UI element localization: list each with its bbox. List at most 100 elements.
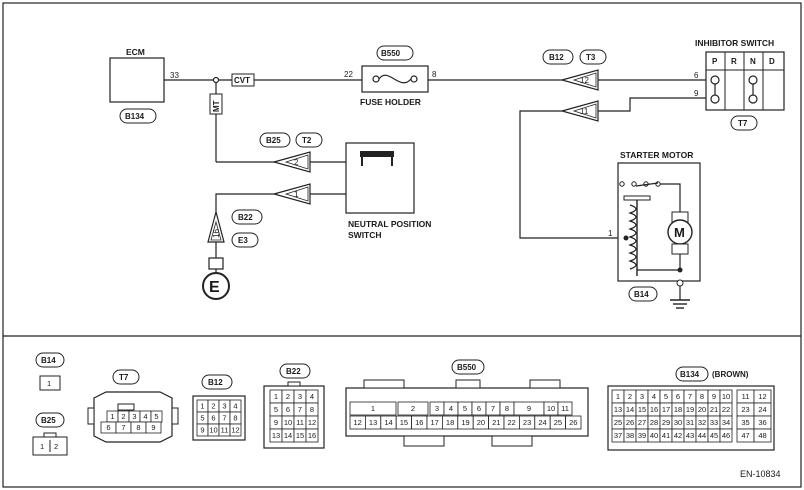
ecm-pin: 33	[170, 71, 179, 80]
solenoid-plunger	[623, 195, 651, 201]
b22-view-latch	[287, 381, 301, 387]
b25-connector-upper-inner	[284, 154, 309, 170]
b12-pin-label: 2	[211, 402, 215, 411]
t7-pin-label: 6	[106, 423, 110, 432]
b12-pin-top: 12	[580, 76, 589, 85]
b550-pin-label: 18	[446, 418, 454, 427]
b550-pin-label: 16	[415, 418, 423, 427]
b550-view-key-3	[529, 379, 561, 389]
b550-pin-label: 2	[411, 404, 415, 413]
b25-pin-bottom: 1	[294, 190, 299, 199]
position-n: N	[750, 57, 756, 66]
t7-tag	[730, 115, 758, 131]
b22-connector-inner	[210, 220, 222, 241]
fuse-holder-label: FUSE HOLDER	[360, 97, 421, 107]
b550-pin-label: 17	[431, 418, 439, 427]
t7-view-key	[117, 403, 135, 411]
t2-tag	[295, 132, 323, 148]
b25-connector-lower	[271, 183, 311, 205]
b134-pin-label: 29	[662, 418, 670, 427]
b25-pin-top: 2	[294, 158, 299, 167]
junction-dot	[212, 76, 220, 84]
contact-p-bottom	[710, 94, 720, 104]
b134-pin-label: 14	[626, 405, 634, 414]
b12-pin-label: 10	[209, 426, 217, 435]
b134-pin-label: 39	[638, 431, 646, 440]
b25-connector-upper	[271, 151, 311, 173]
b134-view-tag	[675, 366, 709, 382]
b25-view-tag	[35, 412, 65, 428]
b550-pin-label: 23	[523, 418, 531, 427]
b134-pin-label: 21	[710, 405, 718, 414]
t2-tag-text: T2	[302, 136, 312, 145]
b550-pin-label: 26	[569, 418, 577, 427]
b134-pin-label: 17	[662, 405, 670, 414]
wire-b12-inhibitor-9	[598, 97, 706, 112]
fuse-holder: B550 22 8 FUSE HOLDER	[344, 45, 437, 107]
b22-pin-label: 6	[286, 405, 290, 414]
b550-pin-label: 22	[508, 418, 516, 427]
b134-pin-label: 43	[686, 431, 694, 440]
b22-pin-label: 7	[298, 405, 302, 414]
starter-terminal-1	[619, 181, 625, 187]
b22-view-name: B22	[286, 367, 301, 376]
b22-pin-label: 1	[274, 392, 278, 401]
starter-terminal-2	[631, 181, 637, 187]
b134-pin-label: 47	[741, 431, 749, 440]
b134-cell	[753, 428, 772, 443]
b14-view-body	[39, 375, 61, 391]
fuse-terminal-left	[372, 75, 380, 83]
b12-pin-label: 3	[222, 402, 226, 411]
b550-cell	[349, 401, 397, 416]
b134-pin-label: 45	[710, 431, 718, 440]
t7-view-tag	[112, 369, 140, 385]
ecm-connector-text: B134	[125, 112, 145, 121]
t3-tag-text: T3	[586, 53, 596, 62]
b12-pin-label: 7	[222, 414, 226, 423]
b12-pin-label: 1	[200, 402, 204, 411]
b134-pin-label: 23	[741, 405, 749, 414]
b550-pin-label: 14	[384, 418, 392, 427]
t7-pin-label: 5	[154, 412, 158, 421]
b134-pin-label: 36	[758, 418, 766, 427]
b12-view-tag	[201, 374, 233, 390]
t7-pin-label: 9	[151, 423, 155, 432]
b550-pin-label: 21	[492, 418, 500, 427]
b25-connector-lower-inner	[284, 186, 309, 202]
b134-pin-label: 4	[652, 392, 656, 401]
t7-pin-label: 8	[136, 423, 140, 432]
b134-pin-label: 35	[741, 418, 749, 427]
neutral-switch-label-1: NEUTRAL POSITION	[348, 219, 431, 229]
b12-pin-label: 12	[231, 426, 239, 435]
b12-connector-upper-inner	[572, 72, 597, 88]
b22-pin-label: 13	[272, 431, 280, 440]
b550-pin-label: 4	[449, 404, 453, 413]
neutral-switch-contact-bar	[360, 151, 394, 157]
neutral-switch-label-2: SWITCH	[348, 230, 382, 240]
b22-pin-label: 10	[284, 418, 292, 427]
b12-pin-label: 6	[211, 414, 215, 423]
b22-pin-label: 14	[284, 431, 292, 440]
b134-pin-label: 13	[614, 405, 622, 414]
b550-cell	[557, 401, 573, 416]
b134-pin-label: 33	[710, 418, 718, 427]
contact-n-top	[748, 75, 758, 85]
b12-cell	[229, 423, 242, 437]
ground-symbol: E	[209, 279, 220, 296]
ecm-block: ECM 33 B134	[109, 47, 179, 124]
b12-tag-text: B12	[549, 53, 564, 62]
b134-pin-label: 15	[638, 405, 646, 414]
b22-pin-label: 12	[308, 418, 316, 427]
ground-connection: 16 B22 E3 E	[202, 209, 263, 300]
b550-pin-label: 7	[491, 404, 495, 413]
t7-pin-label: 3	[132, 412, 136, 421]
connector-view-b14: B14 1	[35, 352, 65, 391]
